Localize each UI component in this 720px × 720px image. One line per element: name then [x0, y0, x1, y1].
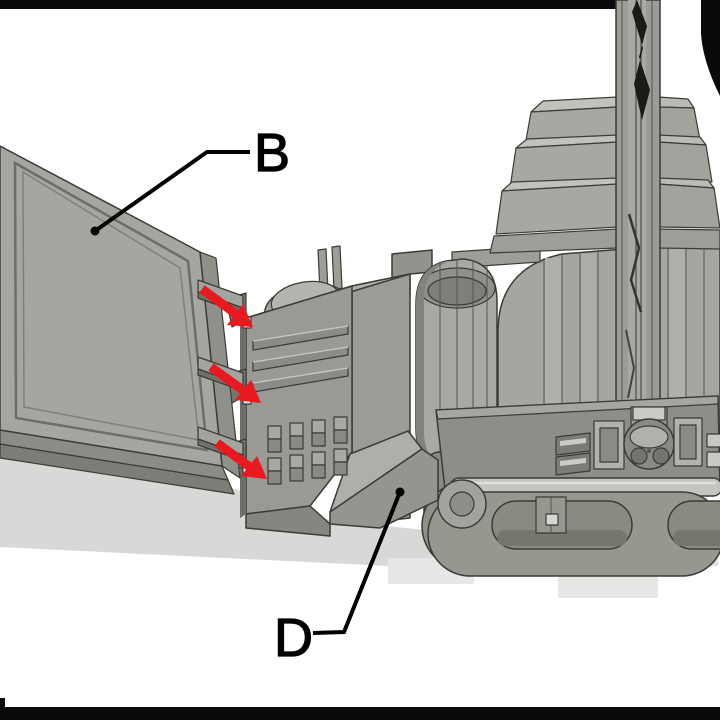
dial-eye [630, 447, 648, 465]
button [333, 416, 348, 431]
arrow-head [227, 304, 253, 327]
clip-slot [545, 513, 559, 526]
vent-slot [560, 458, 586, 466]
button [289, 422, 304, 437]
assembly-arrows [199, 285, 267, 479]
arrow-head [235, 380, 261, 403]
arrow-shaft [214, 439, 253, 471]
button [311, 432, 326, 447]
fascia-button-inset [679, 424, 697, 460]
tread-base [427, 479, 720, 577]
cap-plates [489, 96, 720, 254]
arrow-shaft [208, 363, 247, 395]
top-letterbox-bar [0, 0, 618, 9]
button [267, 457, 282, 472]
button [267, 470, 282, 485]
plate-base [657, 228, 720, 250]
mast-dark-streak [625, 329, 636, 399]
button [333, 461, 348, 476]
top-right-corner-mask [701, 0, 720, 96]
button [311, 419, 326, 434]
support-rails [317, 245, 343, 293]
panel-groove-outer [13, 160, 209, 452]
ridge-highlight [252, 367, 349, 384]
button [289, 454, 304, 469]
ridge-highlight [252, 346, 349, 363]
button [311, 451, 326, 466]
mast-dark-streak [632, 0, 650, 120]
fascia-top-band [435, 395, 719, 420]
mast-face [628, 0, 646, 404]
fascia-chip [706, 433, 720, 448]
cutout-shadow [673, 530, 720, 546]
label-d-leader [312, 491, 402, 635]
dial-dot [647, 449, 651, 453]
plate-top [657, 96, 695, 109]
button-grid [267, 416, 348, 485]
label-b-leader-dot [90, 226, 100, 236]
button [289, 467, 304, 482]
label-b: B [254, 123, 290, 183]
plate-front [657, 183, 720, 229]
dial-eye [652, 447, 670, 465]
ridge-highlight [252, 325, 349, 342]
assembly-arrow-2 [208, 363, 261, 403]
arrow-shaft [199, 285, 239, 318]
hinge-knuckle-core [449, 491, 475, 517]
fascia-panel [435, 395, 720, 499]
dial-dome [629, 425, 669, 449]
plate-front [657, 141, 713, 183]
panel-top-face [0, 145, 223, 467]
pod-shade [416, 261, 450, 477]
mast-blade [615, 0, 661, 405]
block-base-step [245, 505, 331, 537]
button [267, 425, 282, 440]
ramp-panel-b [0, 145, 244, 495]
label-b-leader [93, 150, 250, 233]
assembly-arrow-3 [214, 439, 267, 479]
mast-dark-streak [627, 213, 643, 313]
bracket-slot [407, 296, 416, 446]
button [333, 448, 348, 463]
rail-rod [331, 245, 343, 291]
button [311, 464, 326, 479]
fascia-button-inset [599, 427, 619, 463]
panel-shadow [0, 433, 640, 570]
callout-d: D [273, 487, 405, 669]
assembly-arrow-1 [199, 285, 253, 327]
dial-tab-face [632, 406, 666, 421]
bottom-letterbox-bar [0, 707, 720, 720]
button [289, 435, 304, 450]
plate-front [495, 183, 619, 235]
bottom-letterbox-nub [0, 698, 5, 710]
hinge-block-d [225, 273, 439, 537]
label-d: D [274, 608, 313, 668]
ridge-slats [252, 325, 349, 393]
arrow-head [241, 456, 267, 479]
button [333, 429, 348, 444]
block-left-edge [240, 318, 246, 518]
fascia-chip [706, 451, 720, 468]
label-d-leader-dot [395, 487, 405, 497]
cutout-shadow [497, 530, 627, 546]
gauge-dial [623, 406, 675, 470]
button [267, 438, 282, 453]
vent-slot [560, 438, 586, 446]
callout-b: B [90, 122, 291, 236]
vent-pair [555, 432, 591, 476]
